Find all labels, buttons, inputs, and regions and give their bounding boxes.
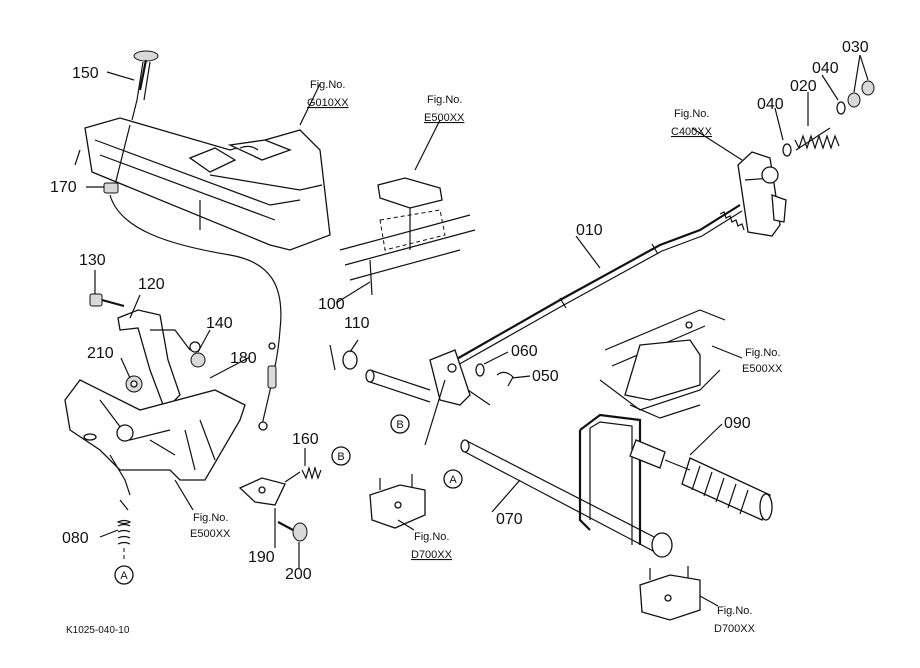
pedal-grip-090 xyxy=(629,439,773,521)
label-090: 090 xyxy=(724,415,751,432)
svg-text:Fig.No.: Fig.No. xyxy=(310,79,345,91)
marker-b-center: B xyxy=(390,414,410,434)
label-180: 180 xyxy=(230,350,257,367)
svg-text:Fig.No.: Fig.No. xyxy=(745,347,780,359)
frame-rail-right xyxy=(599,309,726,419)
svg-text:Fig.No.: Fig.No. xyxy=(414,531,449,543)
label-170: 170 xyxy=(50,179,77,196)
fig-ref-g010: Fig.No. G010XX xyxy=(307,79,349,109)
label-140: 140 xyxy=(206,315,233,332)
marker-a-center: A xyxy=(443,469,463,489)
label-010: 010 xyxy=(576,222,603,239)
fig-ref-c400: Fig.No. C400XX xyxy=(671,108,713,138)
link-190 xyxy=(238,477,286,506)
spring-080 xyxy=(116,499,132,560)
cable-nut-170 xyxy=(103,182,119,194)
lever-bracket-120 xyxy=(117,309,201,412)
label-110: 110 xyxy=(344,315,370,332)
fig-ref-e500-bottom: Fig.No. E500XX xyxy=(190,512,231,540)
svg-text:Fig.No.: Fig.No. xyxy=(427,94,462,106)
svg-text:E500XX: E500XX xyxy=(742,363,783,375)
svg-text:A: A xyxy=(120,570,128,582)
shaft-070 xyxy=(460,439,661,553)
label-120: 120 xyxy=(138,276,165,293)
spring-020 xyxy=(794,127,840,151)
spring-160 xyxy=(284,465,322,483)
label-020: 020 xyxy=(790,78,817,95)
fig-ref-d700-bottom: Fig.No. D700XX xyxy=(714,605,756,635)
label-070: 070 xyxy=(496,511,523,528)
bracket-d700-mid xyxy=(369,474,426,529)
base-plate-assembly xyxy=(64,379,246,496)
leader-lines xyxy=(86,54,869,607)
frame-bracket-top xyxy=(339,177,476,296)
svg-text:Fig.No.: Fig.No. xyxy=(717,605,752,617)
washer-060 xyxy=(475,363,485,377)
bolt-130 xyxy=(89,293,125,308)
spacer-210 xyxy=(125,375,143,393)
fig-ref-d700-mid: Fig.No. D700XX xyxy=(411,531,453,561)
svg-text:Fig.No.: Fig.No. xyxy=(193,512,228,524)
label-030: 030 xyxy=(842,39,869,56)
label-060: 060 xyxy=(511,343,538,360)
bracket-c400 xyxy=(737,151,787,237)
label-050: 050 xyxy=(532,368,559,385)
marker-a-bottom-left: A xyxy=(114,565,134,585)
svg-text:E500XX: E500XX xyxy=(424,112,465,124)
cotter-pin-050 xyxy=(496,371,514,387)
choke-knob-150 xyxy=(114,50,159,186)
label-190: 190 xyxy=(248,549,275,566)
svg-text:B: B xyxy=(337,451,344,463)
fig-ref-e500-top: Fig.No. E500XX xyxy=(424,94,465,124)
label-040b: 040 xyxy=(812,60,839,77)
label-210: 210 xyxy=(87,345,114,362)
svg-text:A: A xyxy=(449,474,457,486)
drawing-code: K1025-040-10 xyxy=(66,625,130,636)
label-100: 100 xyxy=(318,296,345,313)
fig-ref-e500-right: Fig.No. E500XX xyxy=(742,347,783,375)
svg-text:B: B xyxy=(396,419,403,431)
label-200: 200 xyxy=(285,566,312,583)
dashboard-panel xyxy=(74,117,331,251)
marker-b-right: B xyxy=(331,446,351,466)
shift-rod-010 xyxy=(454,204,745,367)
pin-200 xyxy=(277,521,308,542)
label-080: 080 xyxy=(62,530,89,547)
nut-140 xyxy=(190,352,206,368)
svg-text:E500XX: E500XX xyxy=(190,528,231,540)
pedal-arm xyxy=(424,349,491,446)
svg-text:D700XX: D700XX xyxy=(411,549,453,561)
label-040a: 040 xyxy=(757,96,784,113)
svg-text:G010XX: G010XX xyxy=(307,97,349,109)
pedal-loop xyxy=(578,413,673,558)
washer-040b xyxy=(836,101,846,115)
svg-text:C400XX: C400XX xyxy=(671,126,713,138)
label-160: 160 xyxy=(292,431,319,448)
cable-end-180 xyxy=(258,342,277,431)
label-150: 150 xyxy=(72,65,99,82)
washer-040a xyxy=(782,143,792,157)
svg-text:D700XX: D700XX xyxy=(714,623,756,635)
shaft-110 xyxy=(329,344,431,403)
svg-text:Fig.No.: Fig.No. xyxy=(674,108,709,120)
label-130: 130 xyxy=(79,252,106,269)
bracket-d700-bottom xyxy=(639,566,701,621)
nut-030 xyxy=(847,80,875,108)
